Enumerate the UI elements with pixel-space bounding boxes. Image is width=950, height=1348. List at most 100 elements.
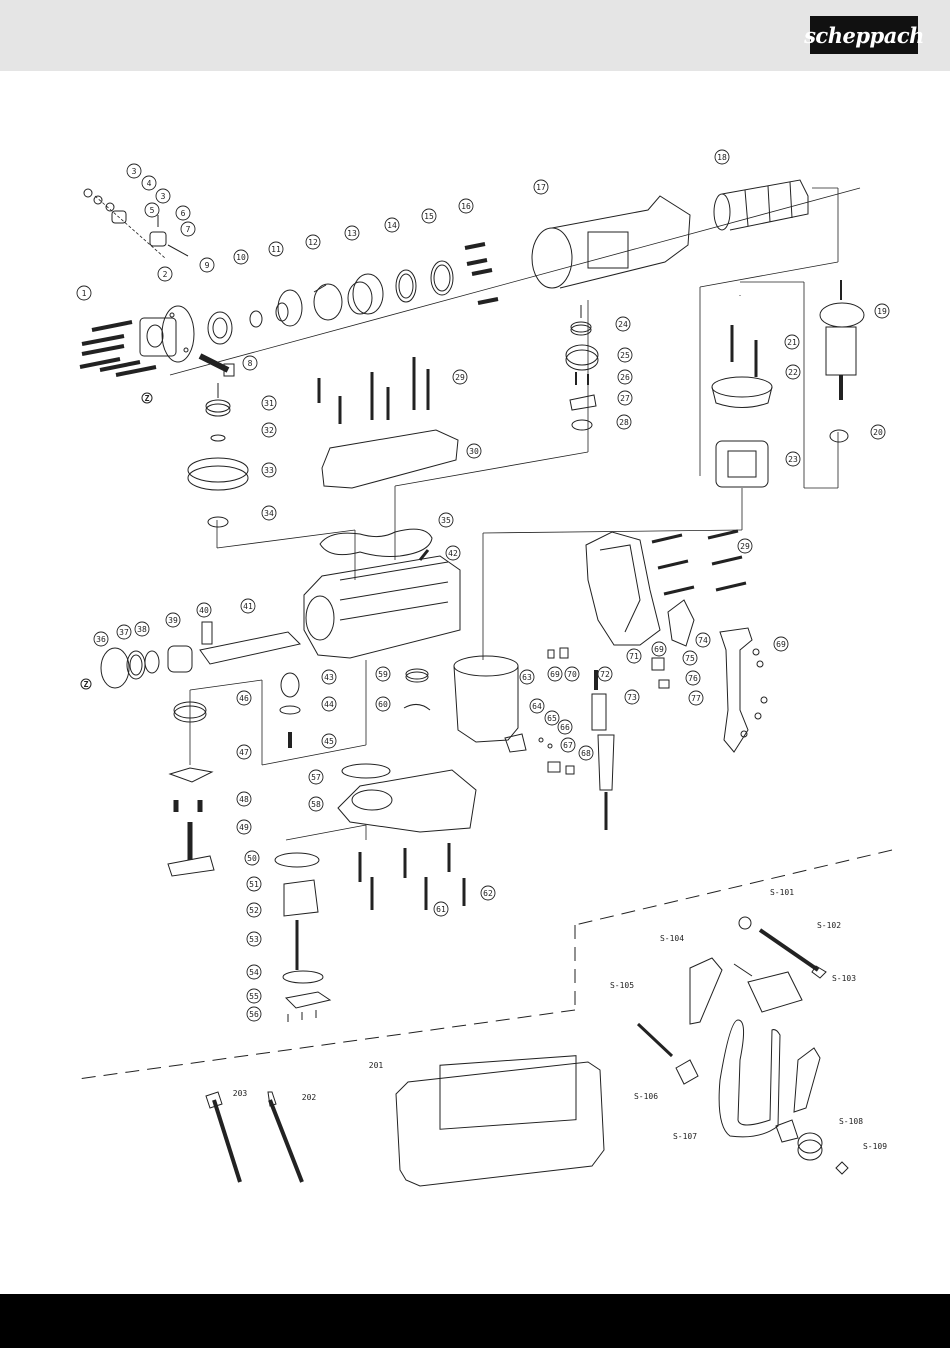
screws-21 [730,325,758,377]
callout-number: 65 [547,714,557,723]
callout-circle [175,205,191,221]
part-callout: 28 [616,414,632,430]
part-callout: 75 [682,650,698,666]
sub-part-label: S-108 [839,1117,863,1126]
callout-circle [785,364,801,380]
part-callout: 42 [445,545,461,561]
callout-circle [375,696,391,712]
callout-circle [321,696,337,712]
part-callout: 60 [375,696,391,712]
callout-number: 36 [96,635,106,644]
callout-number: 28 [619,418,629,427]
callout-number: 39 [168,616,178,625]
callout-number: 70 [567,670,577,679]
callout-circle [874,303,890,319]
callout-number: 37 [119,628,129,637]
brand-logo: scheppach [804,16,924,54]
part-callout: 45 [321,733,337,749]
callout-circle [261,422,277,438]
callout-circle [261,505,277,521]
callout-circle [685,670,701,686]
callout-circle [305,234,321,250]
callout-circle [682,650,698,666]
section-separators [77,849,893,1080]
callout-circle [547,666,563,682]
part-callout: 33 [261,462,277,478]
callout-circle [165,612,181,628]
callout-circle [438,512,454,528]
part-callout: 49 [236,819,252,835]
callout-circle [308,769,324,785]
part-callout: 67 [560,737,576,753]
part-callout: 43 [321,669,337,685]
callout-number: 18 [717,153,727,162]
callout-number: 25 [620,351,630,360]
callout-circle [784,334,800,350]
part-callout: 76 [685,670,701,686]
part-callout: 30 [466,443,482,459]
callout-number: 3 [132,167,137,176]
callout-number: 20 [873,428,883,437]
callout-number: 40 [199,606,209,615]
small-parts-3-7 [83,188,189,257]
sub-part-label: 203 [233,1089,248,1098]
z-mark-label: Z [84,680,89,689]
callout-circle [533,179,549,195]
callout-circle [870,424,886,440]
callout-circle [560,737,576,753]
screws-1 [79,320,157,377]
callout-number: 62 [483,889,493,898]
bearing-20 [829,429,849,443]
part-callout: 18 [714,149,730,165]
callout-circle [246,988,262,1004]
callout-circle [578,745,594,761]
callout-number: 55 [249,992,259,1001]
callout-number: 27 [620,394,630,403]
callout-number: 50 [247,854,257,863]
callout-number: 6 [181,209,186,218]
callout-circle [714,149,730,165]
part-callout: 69 [651,641,667,657]
callout-number: 2 [163,270,168,279]
bolt-8 [198,353,235,377]
callout-number: 22 [788,368,798,377]
callout-circle [236,791,252,807]
stator-23 [715,440,769,488]
callout-circle [617,369,633,385]
part-callout: 48 [236,791,252,807]
screws-29 [317,357,430,424]
callout-circle [321,669,337,685]
callout-number: 13 [347,229,357,238]
parts-36-41 [100,621,301,689]
handle-tube-17 [531,195,691,289]
part-callout: 26 [617,369,633,385]
part-callout: 50 [244,850,260,866]
callout-circle [261,462,277,478]
callout-number: 4 [147,179,152,188]
callout-circle [445,545,461,561]
callout-circle [384,217,400,233]
callout-circle [564,666,580,682]
callout-number: 35 [441,516,451,525]
callout-circle [624,689,640,705]
callout-circle [626,648,642,664]
callout-number: 74 [698,636,708,645]
callout-number: 21 [787,338,797,347]
part-callout: 15 [421,208,437,224]
gear-stack-24-28 [565,305,599,431]
callout-number: 41 [243,602,253,611]
part-callout: 51 [246,876,262,892]
callout-circle [180,221,196,237]
sub-part-label: S-101 [770,888,794,897]
part-callout: 65 [544,710,560,726]
callout-circle [233,249,249,265]
callout-circle [134,621,150,637]
callout-number: 53 [249,935,259,944]
part-callout: 1 [76,285,92,301]
diagram-canvas: 1234356789101112131415161718192021222324… [76,149,893,1187]
callout-number: 73 [627,693,637,702]
callout-number: 14 [387,221,397,230]
sub-part-label: S-106 [634,1092,658,1101]
parts-64-70 [504,647,575,775]
